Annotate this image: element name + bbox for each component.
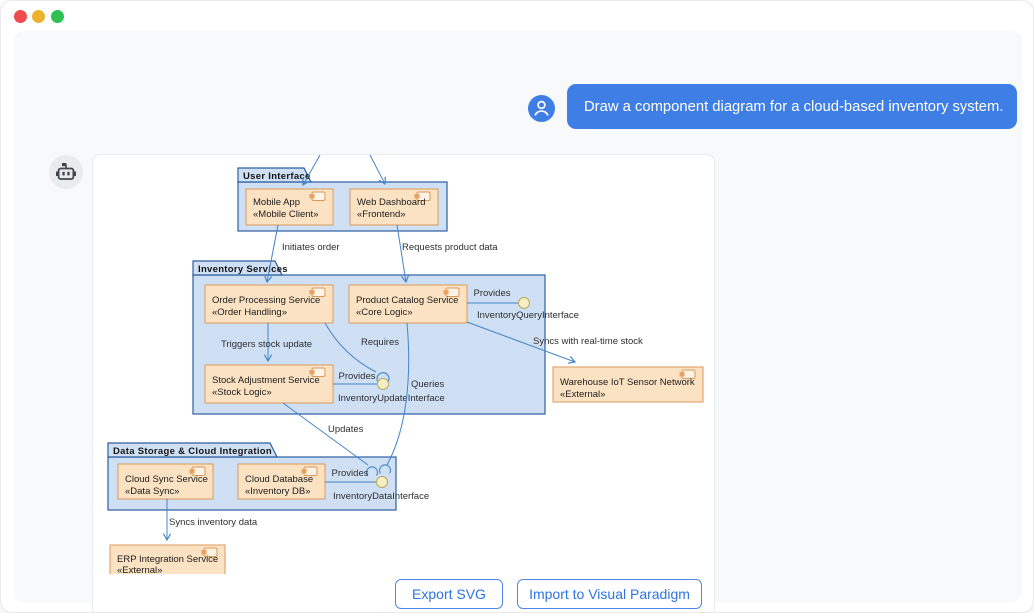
component-erp-integration: ERP Integration Service «External» (109, 544, 226, 574)
interface-name: InventoryUpdateInterface (338, 393, 445, 404)
user-message-text: Draw a component diagram for a cloud-bas… (584, 98, 1004, 115)
provided-interface-ball (376, 476, 388, 488)
interface-name: InventoryQueryInterface (477, 310, 579, 321)
connector-label: Requests product data (402, 242, 498, 253)
connector-label: Queries (411, 379, 445, 390)
component-stereotype: «Order Handling» (212, 307, 287, 318)
robot-icon (56, 163, 76, 180)
component-stereotype: «External» (560, 389, 605, 400)
connector-label: Syncs inventory data (169, 517, 258, 528)
connector-label: Requires (361, 337, 399, 348)
component-order-processing: Order Processing Service «Order Handling… (204, 284, 334, 324)
component-cloud-sync: Cloud Sync Service «Data Sync» (117, 463, 214, 500)
component-mobile-app: Mobile App «Mobile Client» (245, 188, 334, 226)
component-name: Order Processing Service (212, 295, 320, 306)
connector-label: Provides (474, 288, 511, 299)
close-window-button[interactable] (14, 10, 27, 23)
import-visual-paradigm-button[interactable]: Import to Visual Paradigm (517, 579, 702, 609)
connector-provides-data-interface: Provides InventoryDataInterface (325, 464, 429, 502)
component-name: Web Dashboard (357, 197, 425, 208)
connector-label: Provides (339, 371, 376, 382)
component-name: Warehouse IoT Sensor Network (560, 377, 695, 388)
assistant-avatar (49, 155, 83, 189)
connector-updates: Updates (282, 402, 369, 466)
interface-name: InventoryDataInterface (333, 491, 429, 502)
user-message-bubble: Draw a component diagram for a cloud-bas… (567, 84, 1017, 129)
component-name: ERP Integration Service (117, 554, 218, 565)
provided-interface-ball (377, 378, 389, 390)
connector-syncs-inventory-data: Syncs inventory data (162, 499, 258, 542)
connector-initiates-order: Initiates order (264, 224, 340, 284)
connector-syncs-realtime: Syncs with real-time stock (466, 321, 643, 364)
connector-triggers-stock-update: Triggers stock update (221, 323, 312, 363)
component-stereotype: «External» (117, 565, 162, 574)
required-interface-socket (378, 464, 392, 474)
component-stereotype: «Core Logic» (356, 307, 413, 318)
package-title: User Interface (243, 171, 311, 182)
component-product-catalog: Product Catalog Service «Core Logic» (348, 284, 468, 324)
content-panel: Draw a component diagram for a cloud-bas… (14, 31, 1022, 612)
component-stereotype: «Frontend» (357, 209, 406, 220)
component-web-dashboard: Web Dashboard «Frontend» (349, 188, 439, 226)
diagram-card: User Interface Inventory Services Data S… (92, 154, 715, 612)
component-diagram: User Interface Inventory Services Data S… (107, 155, 704, 574)
connector-queries: Queries (386, 322, 445, 466)
export-svg-button[interactable]: Export SVG (395, 579, 503, 609)
component-cloud-database: Cloud Database «Inventory DB» (237, 463, 326, 500)
maximize-window-button[interactable] (51, 10, 64, 23)
connector-top-to-mobile-app (302, 155, 321, 187)
user-icon (534, 100, 549, 116)
connector-label: Triggers stock update (221, 339, 312, 350)
minimize-window-button[interactable] (32, 10, 45, 23)
connector-label: Initiates order (282, 242, 340, 253)
component-name: Stock Adjustment Service (212, 375, 320, 386)
component-stereotype: «Data Sync» (125, 486, 179, 497)
connector-requests-product-data: Requests product data (396, 224, 498, 284)
required-interface-socket (365, 466, 379, 476)
provided-interface-ball (518, 297, 530, 309)
connector-label: Provides (332, 468, 369, 479)
connector-provides-query-interface: Provides InventoryQueryInterface (467, 288, 579, 321)
user-avatar (528, 95, 555, 122)
component-stereotype: «Stock Logic» (212, 387, 272, 398)
required-interface-socket (376, 372, 390, 383)
connector-provides-update-interface: Provides InventoryUpdateInterface (333, 371, 445, 404)
component-name: Cloud Database (245, 474, 313, 485)
package-title: Data Storage & Cloud Integration (113, 446, 272, 457)
component-stereotype: «Inventory DB» (245, 486, 310, 497)
package-title: Inventory Services (198, 264, 288, 275)
connector-label: Updates (328, 424, 364, 435)
connector-top-to-web-dashboard (369, 155, 386, 186)
component-name: Product Catalog Service (356, 295, 458, 306)
component-name: Mobile App (253, 197, 300, 208)
component-stereotype: «Mobile Client» (253, 209, 318, 220)
connector-requires-update-interface: Requires (324, 322, 399, 383)
connector-label: Syncs with real-time stock (533, 336, 643, 347)
component-stock-adjustment: Stock Adjustment Service «Stock Logic» (204, 364, 334, 404)
component-name: Cloud Sync Service (125, 474, 208, 485)
component-warehouse-iot: Warehouse IoT Sensor Network «External» (552, 366, 704, 403)
